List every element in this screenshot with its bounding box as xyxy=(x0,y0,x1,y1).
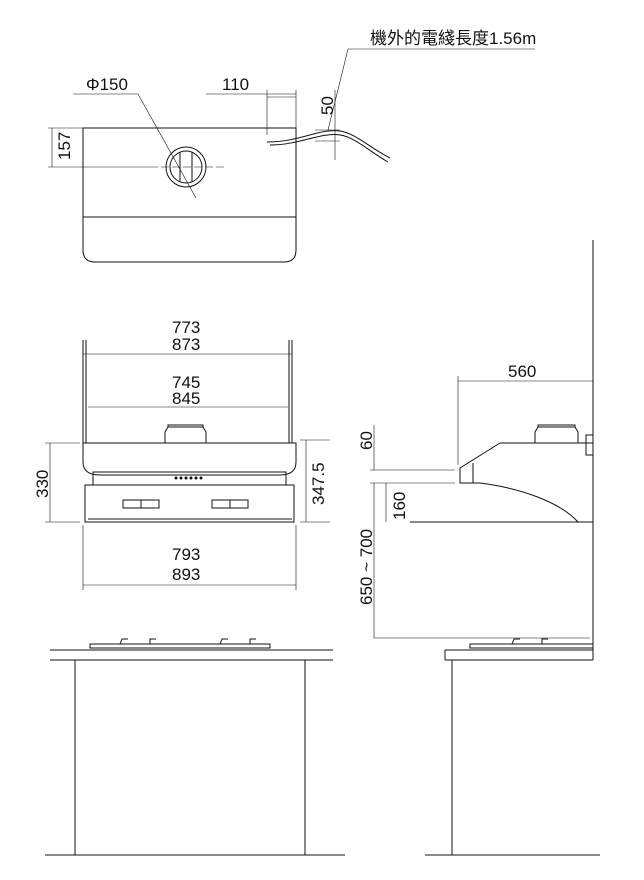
dim-745: 745 xyxy=(172,373,200,392)
top-view: 157 Φ150 110 50 機外的電綫長度1.56m xyxy=(48,29,536,263)
side-view: 560 60 160 650 ~ 700 xyxy=(357,240,594,660)
counters xyxy=(45,638,600,856)
dim-773: 773 xyxy=(172,318,200,337)
dim-157: 157 xyxy=(55,132,74,160)
dim-60: 60 xyxy=(357,431,376,450)
dim-845: 845 xyxy=(172,389,200,408)
dim-873: 873 xyxy=(172,335,200,354)
dim-160: 160 xyxy=(390,492,409,520)
dim-650-700: 650 ~ 700 xyxy=(357,529,376,605)
cable-length-note: 機外的電綫長度1.56m xyxy=(370,29,536,48)
front-view: 773 873 745 845 330 347.5 793 893 xyxy=(33,318,330,590)
dim-330: 330 xyxy=(33,470,52,498)
dim-50: 50 xyxy=(318,96,337,115)
dim-110: 110 xyxy=(222,75,249,94)
dim-893: 893 xyxy=(172,565,200,584)
dim-560: 560 xyxy=(508,362,536,381)
dim-phi150: Φ150 xyxy=(86,75,128,94)
dim-793: 793 xyxy=(172,545,200,564)
dim-347-5: 347.5 xyxy=(309,462,328,505)
